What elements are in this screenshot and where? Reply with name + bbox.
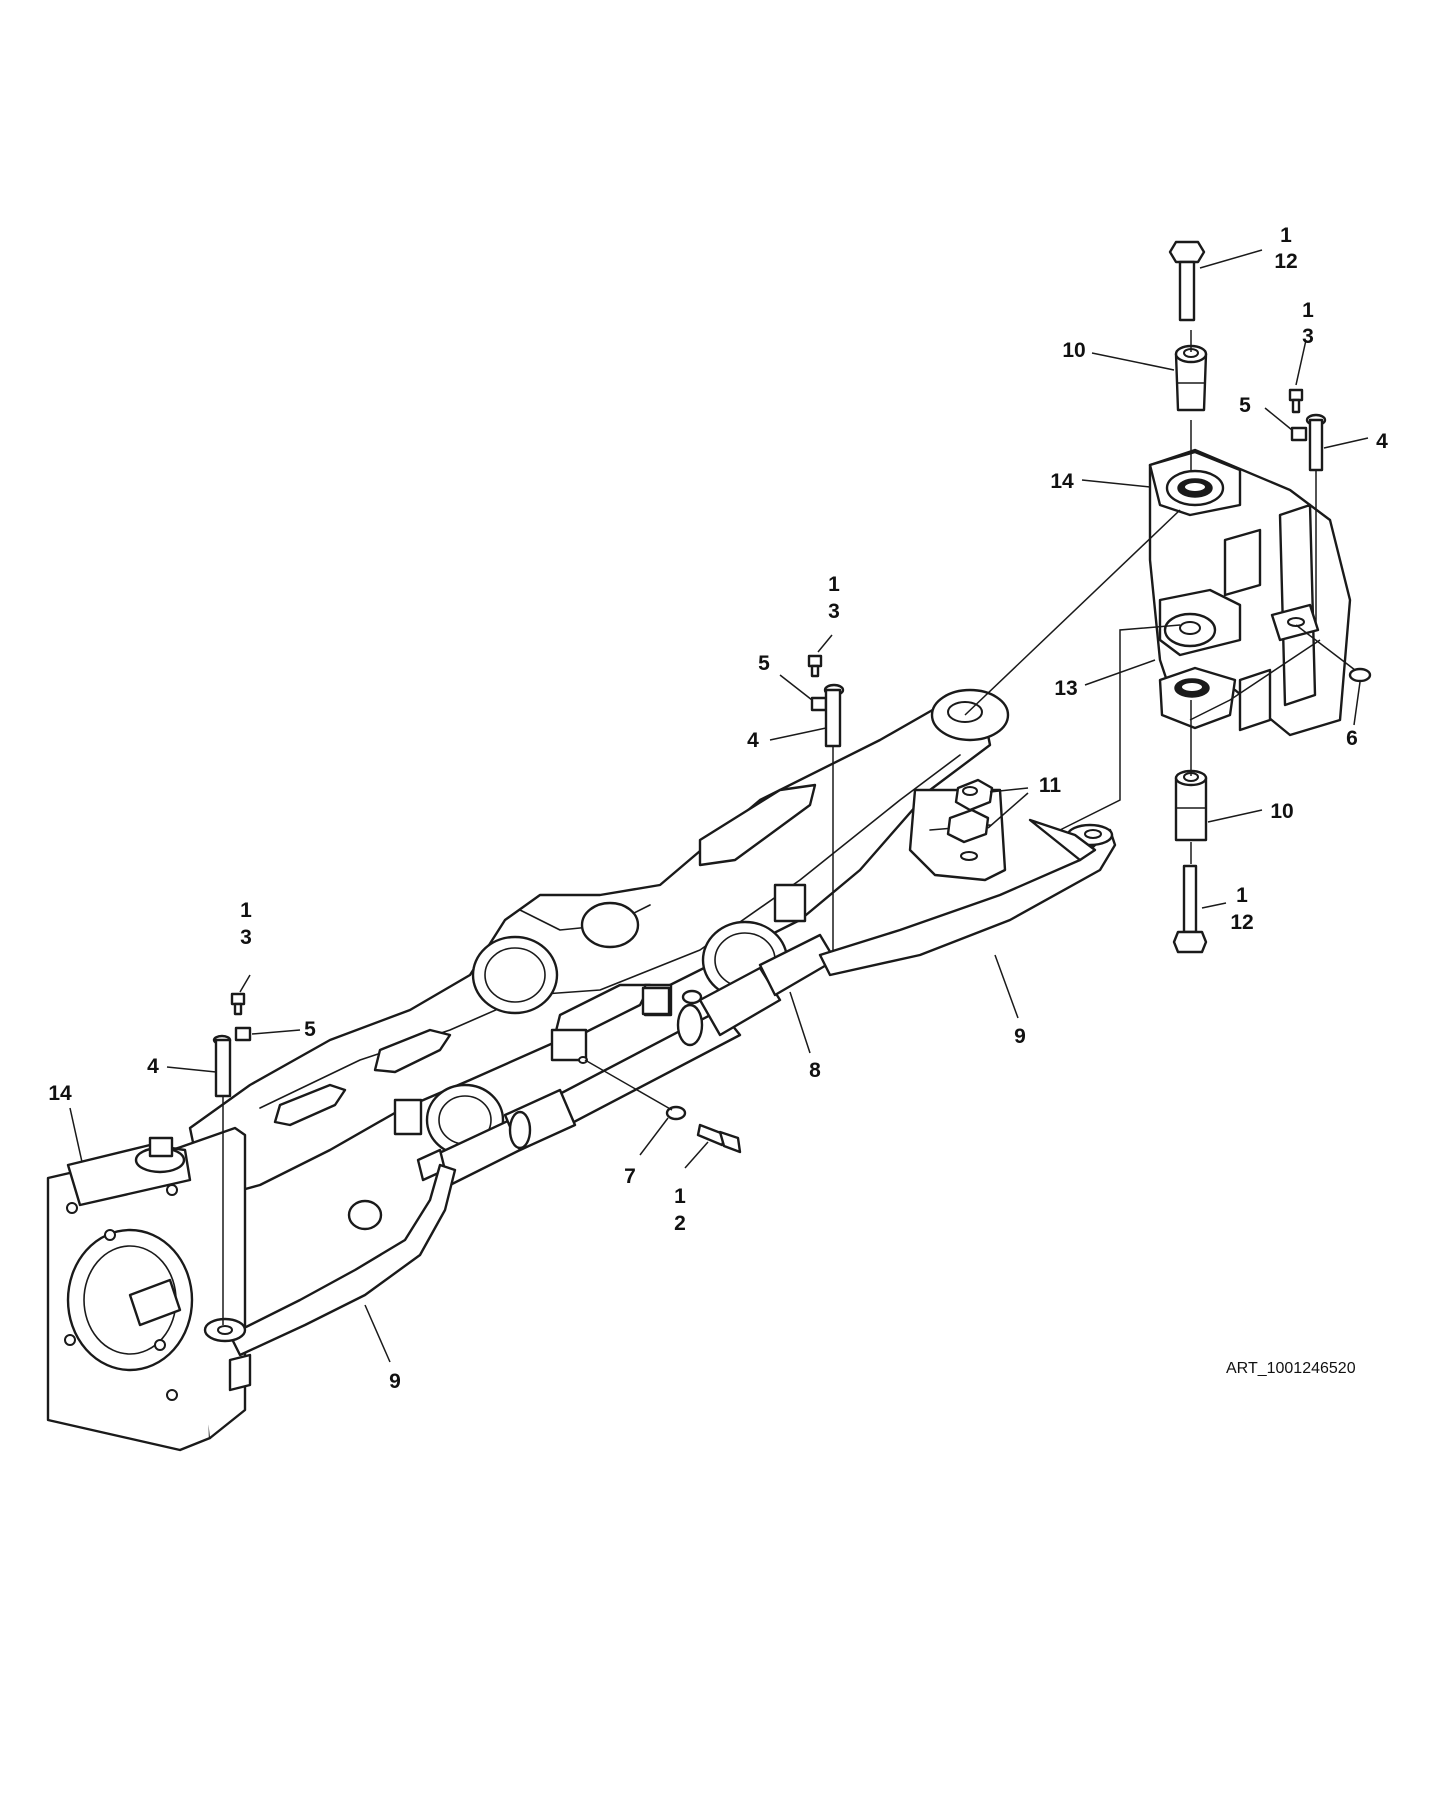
callout-label: 2	[674, 1212, 686, 1235]
washer-6	[1348, 667, 1372, 683]
right-pivot-bracket	[1148, 448, 1352, 737]
bolt-top-right	[1168, 240, 1206, 322]
lock-plate-right	[1290, 426, 1308, 442]
callout-label: 3	[828, 600, 840, 623]
callout-label: 3	[240, 926, 252, 949]
callout-label: 13	[1054, 677, 1077, 700]
callout-label: 1	[828, 573, 840, 596]
callout-leaders	[69, 249, 1369, 1363]
pin-right	[1305, 413, 1327, 472]
callout-label: 7	[624, 1165, 636, 1188]
callout-label: 1	[1302, 299, 1314, 322]
tie-rod-left	[203, 1163, 457, 1357]
callout-labels: 1 12 1 3 10 5 4 14 1 3 5 4 13 6 11 10 1 …	[48, 224, 1388, 1393]
callout-label: 14	[1050, 470, 1074, 493]
callout-label: 9	[389, 1370, 401, 1393]
callout-label: 1	[1280, 224, 1292, 247]
callout-label: 10	[1062, 339, 1085, 362]
screw-left	[230, 992, 246, 1016]
screw-mid	[807, 654, 823, 678]
callout-label: 10	[1270, 800, 1293, 823]
bolt-1-2	[696, 1123, 742, 1154]
pin-left	[212, 1034, 232, 1098]
callout-label: 3	[1302, 325, 1314, 348]
callout-label: 5	[758, 652, 770, 675]
callout-label: 4	[747, 729, 759, 752]
alignment-lines	[222, 330, 1356, 1325]
nuts-11	[946, 778, 994, 861]
left-hub-mount	[46, 1126, 252, 1452]
bushing-top-right	[1174, 344, 1208, 412]
tie-rod-right	[818, 818, 1117, 977]
callout-label: 4	[147, 1055, 159, 1078]
callout-label: 1	[240, 899, 252, 922]
callout-label: 14	[48, 1082, 72, 1105]
callout-label: 9	[1014, 1025, 1026, 1048]
lock-plate-left	[234, 1026, 252, 1042]
callout-label: 5	[1239, 394, 1251, 417]
screw-right	[1288, 388, 1304, 414]
callout-label: 1	[1236, 884, 1248, 907]
callout-label: 4	[1376, 430, 1388, 453]
callout-label: 6	[1346, 727, 1358, 750]
callout-label: 1	[674, 1185, 686, 1208]
bushing-bottom-right	[1174, 769, 1208, 842]
callout-label: 5	[304, 1018, 316, 1041]
callout-label: 12	[1230, 911, 1253, 934]
art-number: ART_1001246520	[1226, 1360, 1356, 1377]
bolt-bottom-right	[1172, 864, 1208, 954]
lock-plate-mid	[810, 696, 828, 712]
pin-mid	[823, 683, 845, 748]
callout-label: 12	[1274, 250, 1297, 273]
callout-label: 8	[809, 1059, 821, 1082]
callout-label: 11	[1039, 774, 1062, 797]
